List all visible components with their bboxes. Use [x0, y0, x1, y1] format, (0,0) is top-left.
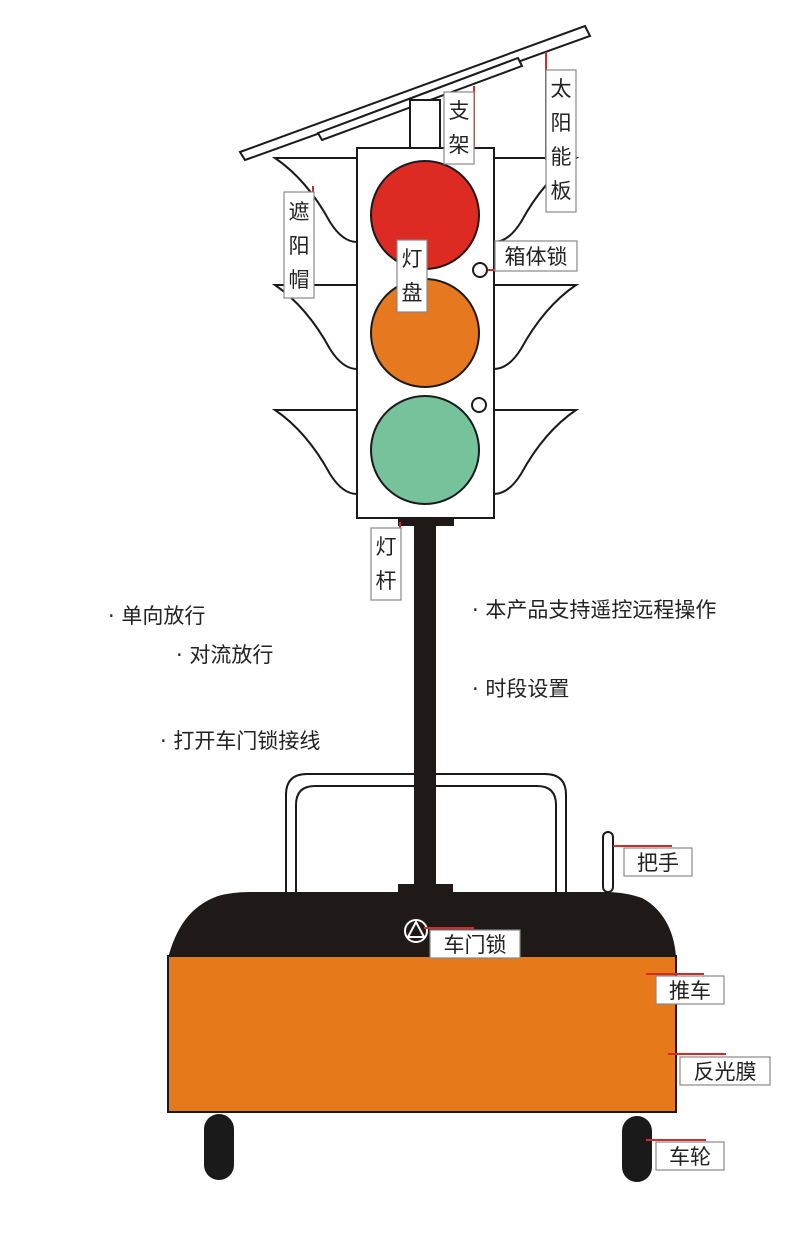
svg-text:车门锁: 车门锁: [444, 933, 507, 957]
feature-open-door-wiring: · 打开车门锁接线: [160, 729, 320, 753]
wheel-left: [204, 1114, 234, 1180]
triangle-in-circle-icon: [404, 919, 428, 943]
label-cart: 推车: [646, 973, 725, 1005]
label-box-lock: 箱体锁: [488, 240, 578, 272]
svg-text:盘: 盘: [402, 281, 423, 305]
feature-one-way: · 单向放行: [108, 604, 205, 628]
svg-text:杆: 杆: [376, 569, 397, 593]
label-door-lock: 车门锁: [424, 927, 521, 959]
label-pole: 灯 杆: [370, 522, 402, 601]
label-lamp-disc: 灯 盘: [396, 239, 428, 313]
svg-text:车轮: 车轮: [669, 1145, 711, 1169]
label-reflective-film: 反光膜: [668, 1053, 771, 1086]
svg-text:太: 太: [551, 77, 572, 101]
feature-schedule: · 时段设置: [472, 677, 569, 701]
box-lock-lower: [471, 397, 487, 413]
svg-text:推车: 推车: [669, 979, 711, 1003]
label-bracket: 支 架: [443, 86, 475, 165]
svg-text:阳: 阳: [289, 234, 310, 258]
svg-text:把手: 把手: [637, 851, 679, 875]
svg-text:反光膜: 反光膜: [694, 1060, 757, 1084]
bracket: [409, 99, 441, 149]
cart-handle-frame: [285, 773, 567, 892]
svg-text:帽: 帽: [289, 268, 310, 292]
pole: [414, 526, 436, 892]
box-lock-upper: [472, 262, 488, 278]
green-lamp: [370, 395, 480, 505]
svg-text:能: 能: [551, 145, 572, 169]
cart-top: [168, 892, 676, 958]
svg-text:架: 架: [449, 133, 470, 157]
svg-text:支: 支: [449, 99, 470, 123]
label-solar-panel: 太 阳 能 板: [545, 52, 577, 213]
label-handle: 把手: [613, 845, 693, 877]
label-sun-visor: 遮 阳 帽: [283, 186, 315, 299]
svg-text:灯: 灯: [376, 535, 397, 559]
wheel-right: [622, 1116, 652, 1182]
svg-text:板: 板: [551, 179, 572, 203]
feature-remote-control: · 本产品支持遥控远程操作: [472, 598, 716, 622]
svg-text:箱体锁: 箱体锁: [505, 245, 568, 269]
feature-two-way: · 对流放行: [176, 643, 273, 667]
cart-body: [167, 955, 677, 1113]
sun-visors: [271, 157, 580, 496]
svg-text:遮: 遮: [289, 200, 310, 224]
side-handle: [602, 831, 614, 893]
housing-base-plate: [398, 518, 454, 526]
svg-text:灯: 灯: [402, 247, 423, 271]
label-wheel: 车轮: [646, 1139, 725, 1171]
svg-text:阳: 阳: [551, 111, 572, 135]
